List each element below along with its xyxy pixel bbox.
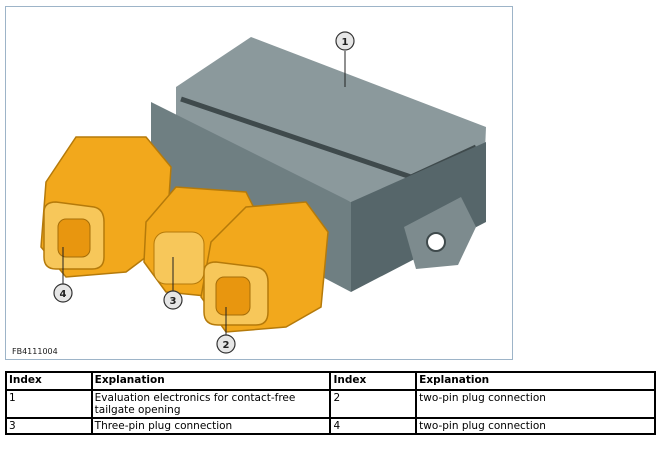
table-row: 3 Three-pin plug connection 4 two-pin pl…: [5, 417, 656, 435]
row-2-index-a: 3: [5, 417, 93, 435]
row-1-explanation-b: two-pin plug connection: [415, 389, 656, 419]
callout-4: 4: [53, 283, 73, 303]
callout-1-label: 1: [342, 37, 349, 48]
connector-4-socket: [57, 218, 91, 258]
row-2-explanation-a: Three-pin plug connection: [90, 417, 332, 435]
connector-2-socket: [215, 276, 251, 316]
legend-table: Index Explanation Index Explanation 1 Ev…: [5, 371, 656, 435]
figure-id: FB4111004: [12, 347, 58, 356]
row-1-index-b: 2: [329, 389, 418, 419]
callout-1: 1: [335, 31, 355, 51]
row-2-explanation-b: two-pin plug connection: [415, 417, 656, 435]
row-1-index-a: 1: [5, 389, 93, 419]
component-figure: 1 2 3 4 FB4111004: [5, 6, 513, 360]
housing-right-face: [351, 142, 486, 292]
table-row: 1 Evaluation electronics for contact-fre…: [5, 389, 656, 419]
legend-header-row: Index Explanation Index Explanation: [5, 371, 656, 391]
callout-4-label: 4: [60, 289, 67, 300]
row-1-explanation-a: Evaluation electronics for contact-free …: [90, 389, 332, 419]
callout-3: 3: [163, 290, 183, 310]
callout-2-label: 2: [223, 340, 230, 351]
callout-2: 2: [216, 334, 236, 354]
header-index-1: Index: [5, 371, 93, 391]
row-2-index-b: 4: [329, 417, 418, 435]
connector-3-socket: [153, 231, 205, 285]
header-explanation-1: Explanation: [90, 371, 332, 391]
header-index-2: Index: [329, 371, 418, 391]
mounting-hole: [426, 232, 446, 252]
module-illustration: 1 2 3 4: [40, 31, 486, 354]
header-explanation-2: Explanation: [415, 371, 656, 391]
housing-top-face: [176, 37, 486, 212]
callout-3-label: 3: [170, 296, 177, 307]
